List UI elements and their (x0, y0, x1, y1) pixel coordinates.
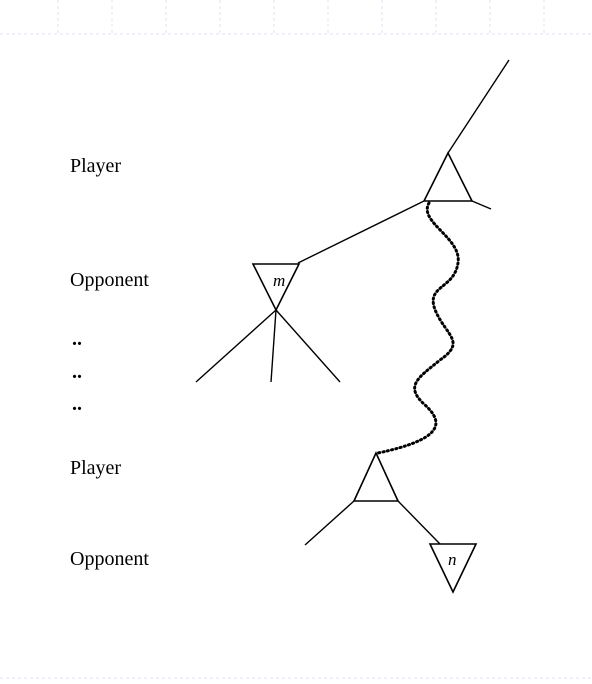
edge-node-m-middle-child (270, 309, 277, 383)
edge-player-top-to-node-m (297, 200, 425, 264)
level-label-opponent-top: Opponent (70, 269, 149, 291)
level-label-opponent-bottom: Opponent (70, 548, 149, 570)
elided-path-wiggle (376, 201, 460, 455)
edge-root-to-player-top (447, 59, 510, 154)
player-node-bottom (352, 451, 400, 502)
level-ellipsis-1: .. (72, 328, 82, 350)
edge-player-bottom-to-node-n (397, 500, 441, 545)
level-ellipsis-2: .. (72, 361, 82, 383)
edge-player-top-right-branch (471, 200, 492, 210)
edge-node-m-left-child (195, 309, 277, 383)
level-ellipsis-3: .. (72, 393, 82, 415)
edge-player-bottom-left-branch (304, 500, 355, 546)
node-n-label: n (448, 550, 457, 569)
edge-node-m-right-child (275, 309, 341, 383)
level-label-player-bottom: Player (70, 457, 121, 479)
node-m-label: m (273, 271, 285, 290)
opponent-node-m (251, 263, 301, 312)
player-node-top (422, 151, 474, 202)
opponent-node-n (428, 543, 478, 594)
level-label-player-top: Player (70, 155, 121, 177)
